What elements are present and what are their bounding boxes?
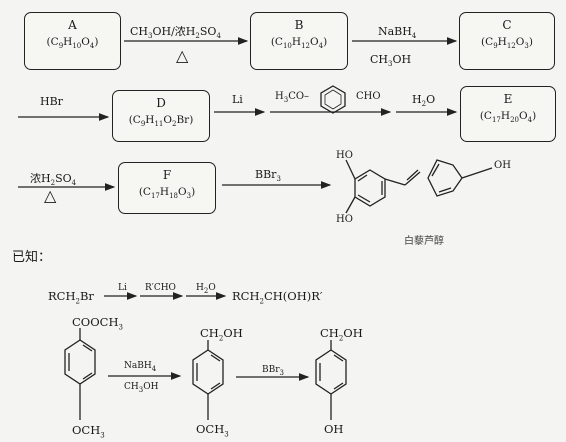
known-r2-reagent2: BBr3 — [262, 365, 284, 377]
known-r2-reagent1-bottom: CH3OH — [124, 382, 159, 394]
known-r2-start-top: COOCH3 — [72, 315, 123, 332]
reagent-c-d: HBr — [40, 95, 63, 108]
compound-a-name: A — [68, 18, 77, 32]
reagent-b-c-bottom: CH3OH — [370, 53, 412, 69]
compound-e-formula: (C17H20O4) — [479, 110, 537, 125]
known-r2-end-bottom: OH — [324, 422, 344, 436]
compound-e-box: E (C17H20O4) — [460, 86, 556, 142]
reagent-e-f-top: 浓H2SO4 — [30, 172, 77, 188]
reagent-e-f-bottom: △ — [44, 186, 57, 205]
known-r2-mid-bottom: OCH3 — [196, 422, 229, 439]
reagent-benzene-ring — [320, 85, 346, 114]
reagent-f-product: BBr3 — [255, 168, 281, 184]
reagent-a-b-bottom: △ — [176, 46, 189, 65]
compound-c-formula: (C9H12O3) — [481, 36, 533, 51]
known-r1-step2: R′CHO — [145, 283, 176, 293]
compound-f-name: F — [162, 168, 172, 182]
reagent-d-step1: Li — [232, 93, 243, 106]
product-oh-right: OH — [494, 160, 511, 171]
product-ho-bottom: HO — [336, 214, 353, 225]
compound-b-formula: (C10H12O4) — [270, 36, 328, 51]
reagent-d-step3: H2O — [412, 93, 436, 109]
compound-a-box: A (C9H10O4) — [24, 12, 121, 70]
compound-d-formula: (C9H11O2Br) — [128, 114, 194, 129]
known-r1-step1: Li — [118, 283, 127, 293]
product-vinyl-bond — [384, 178, 406, 186]
known-r2-reagent1-top: NaBH4 — [124, 361, 157, 373]
product-ring-right — [427, 159, 463, 197]
known-r1-reactant: RCH2Br — [48, 289, 94, 306]
compound-e-name: E — [503, 92, 513, 106]
reagent-d-step2-prefix: H3CO– — [275, 91, 310, 104]
compound-f-box: F (C17H18O3) — [118, 162, 216, 214]
known-r1-step3: H2O — [196, 283, 216, 295]
compound-c-name: C — [502, 18, 512, 32]
known-r2-start-bottom: OCH3 — [72, 423, 105, 440]
known-heading: 已知： — [12, 250, 52, 265]
compound-d-name: D — [156, 96, 166, 110]
reagent-b-c-top: NaBH4 — [378, 25, 417, 41]
product-ho-top: HO — [336, 150, 353, 161]
known-r2-mid-top: CH2OH — [200, 326, 243, 343]
compound-b-name: B — [294, 18, 304, 32]
known-r1-product: RCH2CH(OH)R′ — [232, 289, 323, 306]
reagent-a-b-top: CH3OH/浓H2SO4 — [130, 25, 221, 41]
compound-a-formula: (C9H10O4) — [46, 36, 99, 51]
compound-d-box: D (C9H11O2Br) — [112, 90, 210, 142]
product-ring-left — [354, 169, 386, 207]
reagent-d-step2-suffix: CHO — [356, 91, 381, 102]
known-r2-end-top: CH2OH — [320, 326, 363, 343]
compound-b-box: B (C10H12O4) — [250, 12, 348, 70]
product-name: 白藜芦醇 — [404, 236, 444, 247]
compound-f-formula: (C17H18O3) — [138, 186, 196, 201]
compound-c-box: C (C9H12O3) — [459, 12, 555, 70]
